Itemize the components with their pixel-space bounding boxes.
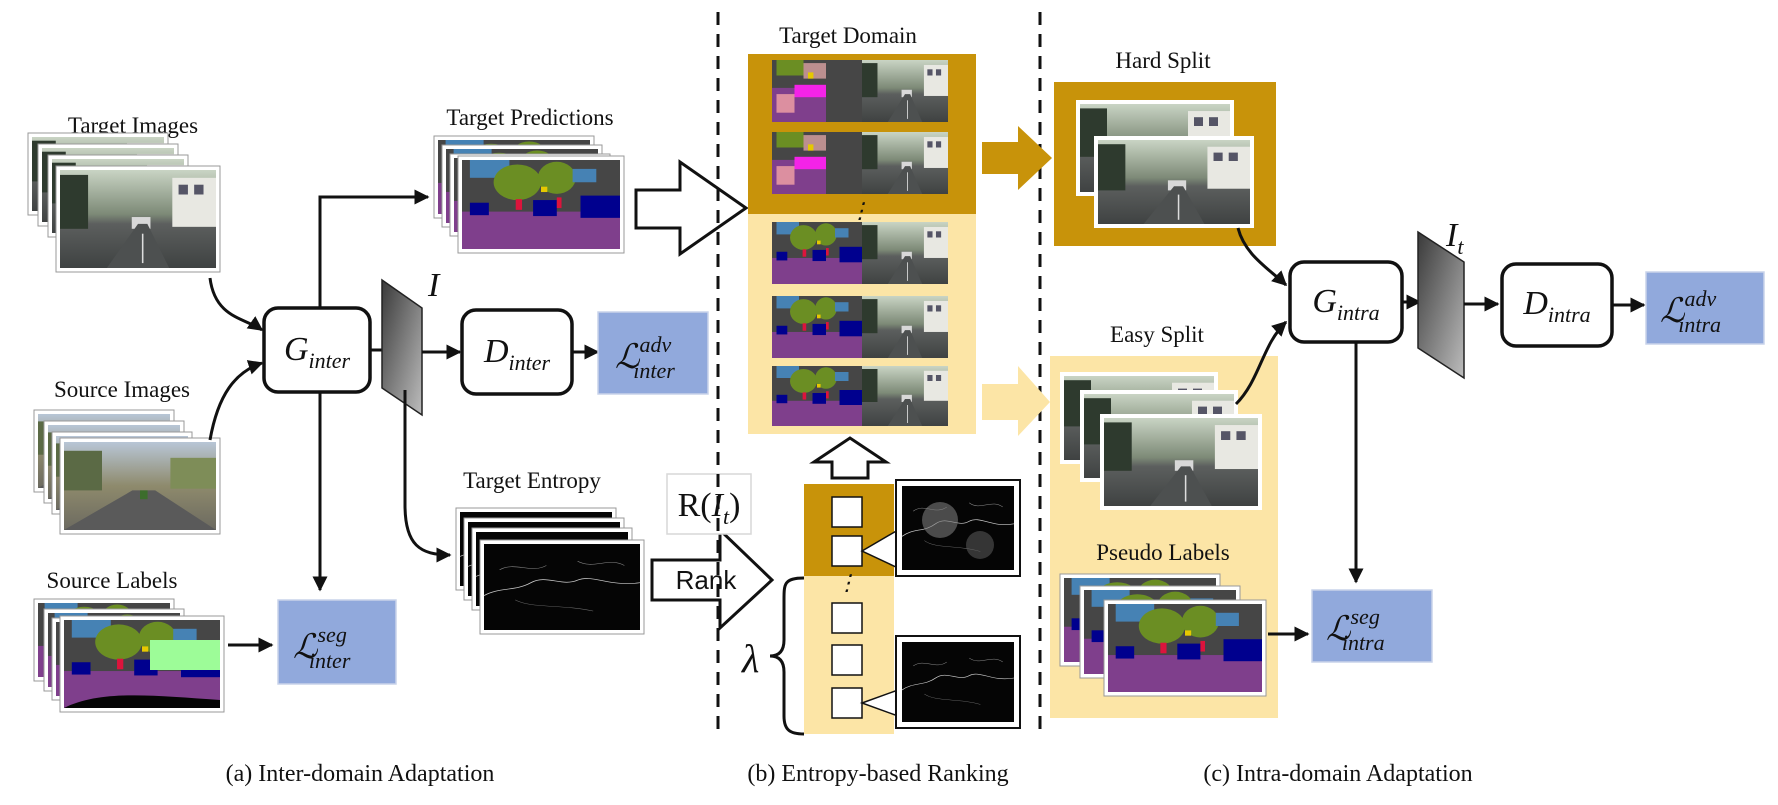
feature-map-it [1417,230,1465,380]
discriminator-intra-label: Dintra [1522,285,1590,327]
label-target-predictions: Target Predictions [446,105,613,130]
label-pseudo-labels: Pseudo Labels [1096,540,1230,565]
generator-inter-label: Ginter [284,331,351,373]
loss-seg-inter-box [277,599,397,685]
target-domain-pairs [772,59,949,427]
ranking-function-label: R(It) [678,487,741,529]
loss-adv-inter-box [597,311,709,395]
target-domain-dots: ⋮ [849,198,871,223]
hard-split-images [1076,100,1254,228]
target-images-stack [27,132,221,273]
label-target-domain: Target Domain [779,23,917,48]
discriminator-inter-label: Dinter [483,333,551,375]
big-arrow-to-target-domain [634,159,749,257]
rank-arrow [650,526,775,632]
ranking-dots: ⋮ [836,570,858,595]
label-target-entropy: Target Entropy [463,468,601,493]
arrow-to-easy-split [982,366,1050,436]
label-hard-split: Hard Split [1115,48,1211,73]
lambda-brace [769,576,805,736]
caption-inter-domain: (a) Inter-domain Adaptation [226,761,495,787]
caption-intra-domain: (c) Intra-domain Adaptation [1203,761,1472,787]
lambda-label: λ [741,636,759,681]
pseudo-labels-stack [1059,573,1267,697]
generator-intra-label: Gintra [1312,283,1379,325]
easy-split-images [1060,372,1262,510]
caption-entropy-ranking: (b) Entropy-based Ranking [747,761,1008,787]
entropy-callout-hard [860,479,1021,577]
target-entropy-stack [455,507,645,635]
loss-seg-intra-box [1311,589,1433,663]
loss-adv-intra-box [1645,271,1765,345]
target-predictions-stack [433,135,625,254]
ranking-slots [831,496,863,719]
source-labels-stack [33,598,225,713]
ranking-function-box [666,473,752,535]
source-images-stack [33,409,221,535]
arrow-g-inter-to-predictions [318,189,430,308]
feature-map-i-label: I [427,267,441,304]
arrow-to-hard-split [982,126,1052,190]
feature-map-i [381,278,423,417]
feature-map-it-label: It [1445,217,1464,259]
entropy-callout-easy [859,635,1021,729]
arrow-easy-to-g-intra [1234,320,1288,406]
arrow-source-to-g-inter [208,360,264,441]
label-source-images: Source Images [54,377,190,402]
arrow-feature-to-entropy [403,390,452,563]
rank-arrow-label: Rank [676,565,738,595]
arrow-hard-to-g-intra [1236,227,1288,287]
label-source-labels: Source Labels [47,568,178,593]
arrow-target-to-g-inter [208,277,264,332]
label-easy-split: Easy Split [1110,322,1205,347]
ranked-to-target-domain-arrow [809,436,891,480]
